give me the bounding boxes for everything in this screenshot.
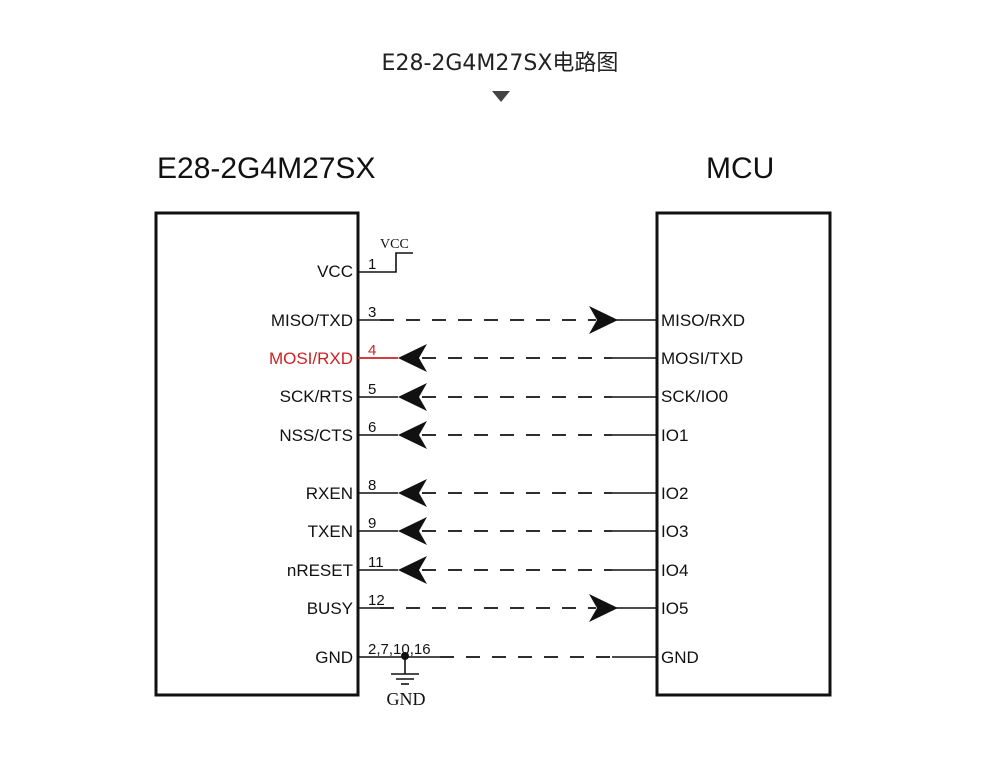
pin-number: 12 xyxy=(368,592,385,609)
arrow-left-icon xyxy=(398,421,427,449)
module-pin-label: nRESET xyxy=(287,561,353,580)
mcu-pin-label: IO2 xyxy=(661,484,688,503)
down-triangle-icon xyxy=(492,91,510,102)
mcu-pin-label: IO1 xyxy=(661,426,688,445)
vcc-symbol-label: VCC xyxy=(380,237,409,252)
pin-number: 6 xyxy=(368,419,376,436)
pin-number: 8 xyxy=(368,477,376,494)
arrow-right-icon xyxy=(589,594,618,622)
module-pin-label: RXEN xyxy=(306,484,353,503)
module-pin-label: VCC xyxy=(317,262,353,281)
pin-number: 9 xyxy=(368,515,376,532)
mcu-box xyxy=(655,211,832,697)
arrow-right-icon xyxy=(589,306,618,334)
signal-row: MOSI/RXD 4 MOSI/TXD xyxy=(269,342,743,372)
module-pin-label: BUSY xyxy=(307,599,353,618)
pin-number: 3 xyxy=(368,304,376,321)
pin-number: 2,7,10,16 xyxy=(368,641,431,658)
signal-row: VCC 1 xyxy=(317,256,376,281)
mcu-pin-label: IO5 xyxy=(661,599,688,618)
gnd-symbol-label: GND xyxy=(387,689,426,709)
mcu-pin-label: MOSI/TXD xyxy=(661,349,743,368)
module-box xyxy=(154,211,360,697)
pin-number: 1 xyxy=(368,256,376,273)
arrow-left-icon xyxy=(398,383,427,411)
arrow-left-icon xyxy=(398,517,427,545)
pin-number: 11 xyxy=(368,554,384,571)
module-title: E28-2G4M27SX xyxy=(157,152,375,185)
module-pin-label: GND xyxy=(315,648,353,667)
arrow-left-icon xyxy=(398,479,427,507)
signal-rows: VCC 1 MISO/TXD 3 MISO/RXD MOSI/RXD 4 MOS… xyxy=(269,256,745,667)
mcu-pin-label: GND xyxy=(661,648,699,667)
module-pin-label: NSS/CTS xyxy=(279,426,353,445)
signal-row: GND 2,7,10,16 GND xyxy=(315,641,699,667)
signal-row: SCK/RTS 5 SCK/IO0 xyxy=(280,381,728,411)
diagram-title: E28-2G4M27SX电路图 xyxy=(382,51,619,76)
module-pin-label: MISO/TXD xyxy=(271,311,353,330)
signal-row: NSS/CTS 6 IO1 xyxy=(279,419,688,449)
vcc-symbol: VCC xyxy=(358,237,413,273)
gnd-symbol: GND xyxy=(387,652,426,709)
arrow-left-icon xyxy=(398,556,427,584)
signal-row: TXEN 9 IO3 xyxy=(308,515,688,545)
mcu-pin-label: IO3 xyxy=(661,522,688,541)
mcu-pin-label: IO4 xyxy=(661,561,688,580)
module-pin-label: TXEN xyxy=(308,522,353,541)
module-pin-label: MOSI/RXD xyxy=(269,349,353,368)
module-pin-label: SCK/RTS xyxy=(280,387,353,406)
mcu-title: MCU xyxy=(706,152,774,185)
mcu-pin-label: SCK/IO0 xyxy=(661,387,728,406)
signal-row: nRESET 11 IO4 xyxy=(287,554,688,584)
signal-row: RXEN 8 IO2 xyxy=(306,477,688,507)
arrow-left-icon xyxy=(398,344,427,372)
signal-row: MISO/TXD 3 MISO/RXD xyxy=(271,304,745,334)
mcu-pin-label: MISO/RXD xyxy=(661,311,745,330)
pin-number: 4 xyxy=(368,342,376,359)
signal-row: BUSY 12 IO5 xyxy=(307,592,688,622)
pin-number: 5 xyxy=(368,381,376,398)
